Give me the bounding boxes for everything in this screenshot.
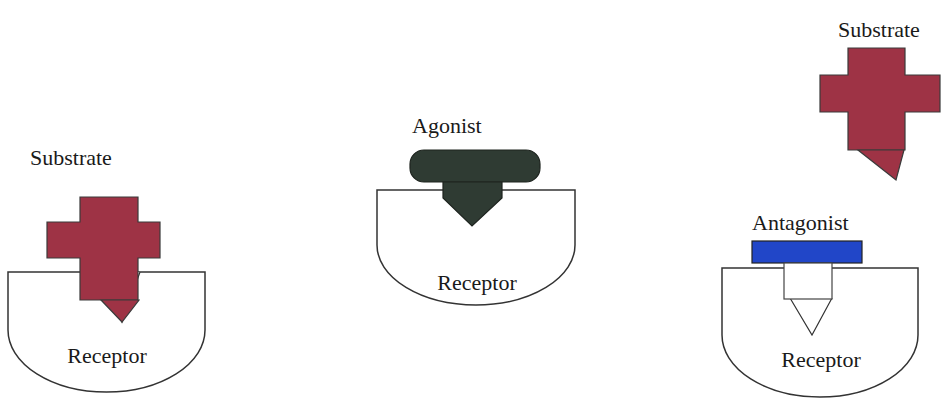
ligand-label: Substrate (30, 145, 112, 171)
substrate-ligand: Substrate (805, 15, 945, 185)
receptor-shape: Receptor (6, 268, 208, 396)
substrate-ligand: Substrate (10, 140, 200, 330)
receptor-label: Receptor (375, 270, 579, 296)
antagonist-ligand: Antagonist (745, 208, 870, 303)
ligand-label: Antagonist (752, 210, 849, 236)
ligand-label: Agonist (412, 113, 482, 139)
receptor-shape: Receptor (720, 264, 922, 400)
receptor-label: Receptor (720, 347, 922, 373)
receptor-label: Receptor (6, 343, 208, 369)
receptor-shape-outline (720, 264, 922, 400)
ligand-label: Substrate (838, 17, 920, 43)
agonist-ligand: Agonist (400, 105, 560, 230)
receptor-shape-outline (6, 268, 208, 396)
receptor-shape: Receptor (375, 186, 579, 310)
